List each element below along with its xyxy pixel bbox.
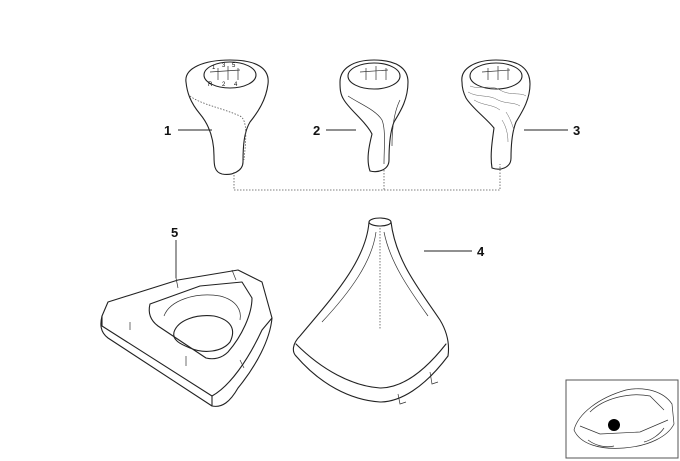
- gear-knob-wood: [461, 59, 531, 170]
- gear-label: 4: [234, 82, 238, 88]
- gear-label: 5: [232, 63, 236, 69]
- shift-pattern-knob-1: 1 3 5 R 2 4: [208, 63, 238, 88]
- gear-label: 1: [212, 65, 216, 71]
- gear-label: 2: [222, 82, 226, 88]
- gear-label: R: [208, 82, 213, 88]
- callout-5: 5: [171, 225, 178, 240]
- callout-4: 4: [477, 244, 485, 259]
- callout-2: 2: [313, 123, 320, 138]
- gear-knob-leather: [185, 59, 269, 175]
- trim-frame: [100, 269, 273, 407]
- gear-knob-chrome: [339, 59, 409, 173]
- group-bracket: [233, 164, 501, 191]
- vehicle-locator-thumbnail: [565, 379, 679, 459]
- callout-3: 3: [573, 123, 580, 138]
- shift-boot: [292, 217, 450, 405]
- callout-1: 1: [164, 123, 171, 138]
- location-marker-dot: [608, 419, 620, 431]
- gear-label: 3: [222, 63, 226, 69]
